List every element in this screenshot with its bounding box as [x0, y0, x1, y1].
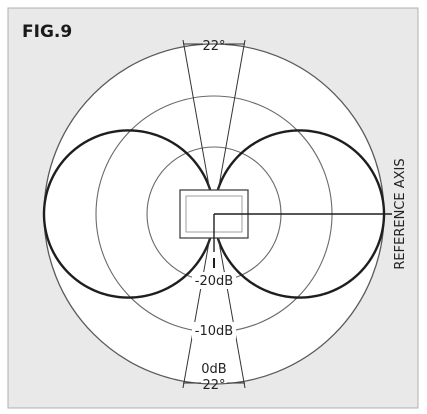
reference-axis-label: REFERENCE AXIS [393, 158, 408, 269]
figure-label: FIG.9 [22, 22, 72, 42]
label-bg-10db [192, 322, 236, 339]
ring-label-0db: 0dB [201, 362, 226, 377]
top-angle-label: 22° [202, 39, 225, 54]
ring-label-minus-20db: -20dB [195, 274, 233, 289]
label-bg-20db [192, 272, 236, 289]
ring-label-minus-10db: -10dB [195, 324, 233, 339]
label-bg-0db [198, 360, 230, 377]
bottom-angle-label: 22° [202, 378, 225, 393]
